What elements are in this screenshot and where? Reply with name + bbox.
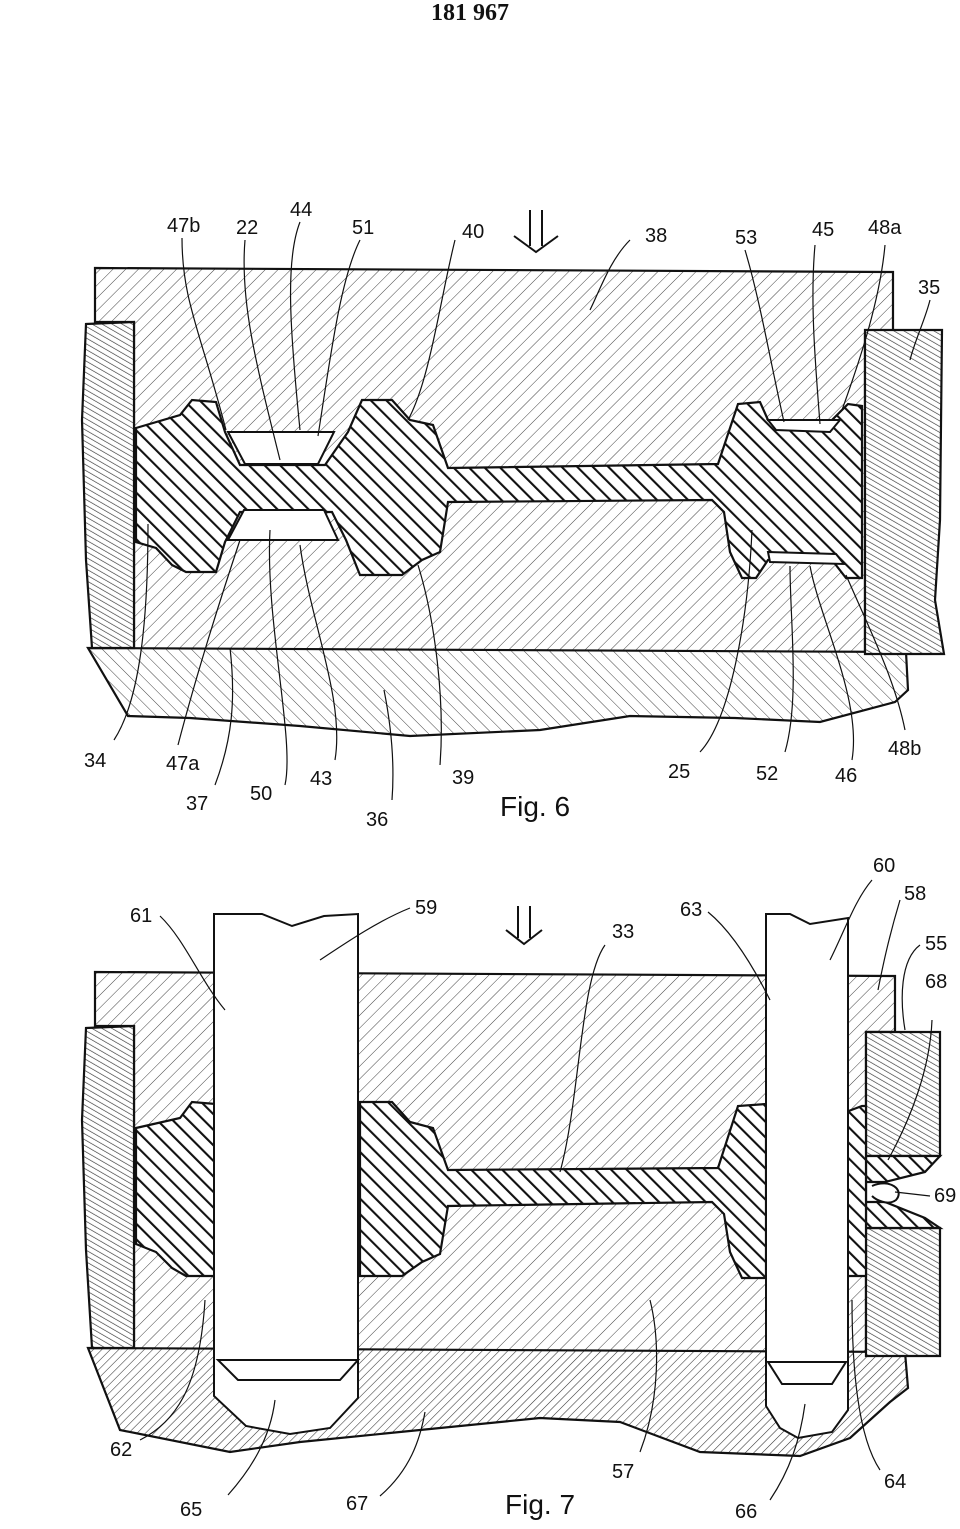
fig7-leader	[894, 1191, 931, 1197]
fig7-ref-65: 65	[180, 1499, 202, 1521]
figure-7: 61 59 33 63 60 58 55 68 69 62 65 67 57 6…	[80, 855, 956, 1523]
fig6-leader	[417, 564, 442, 766]
fig6-base-plate	[86, 646, 910, 738]
fig6-leader	[317, 239, 361, 437]
fig6-ref-25: 25	[668, 761, 690, 783]
fig6-ref-44: 44	[290, 199, 312, 221]
fig6-ref-46: 46	[835, 765, 857, 787]
fig6-ref-52: 52	[756, 763, 778, 785]
fig6-ref-45: 45	[812, 219, 834, 241]
fig6-ref-35: 35	[918, 277, 940, 299]
fig6-leader	[812, 244, 821, 425]
fig6-leader	[289, 221, 301, 431]
fig6-ref-37: 37	[186, 793, 208, 815]
fig6-leader	[113, 523, 149, 741]
fig6-press-arrow-icon	[513, 210, 559, 254]
fig7-ref-60: 60	[873, 855, 895, 877]
fig6-upper-cavity-left	[226, 431, 336, 465]
fig7-ref-57: 57	[612, 1461, 634, 1483]
fig6-leader	[177, 539, 241, 746]
fig7-leader	[769, 1403, 806, 1501]
fig7-leader	[639, 1299, 658, 1453]
fig6-leader	[809, 565, 855, 761]
fig6-leader	[181, 237, 227, 431]
fig6-left-wall	[80, 320, 136, 650]
fig7-ref-67: 67	[346, 1493, 368, 1515]
fig6-leader	[784, 565, 794, 753]
fig7-pin-left-tip	[215, 1359, 361, 1381]
fig7-left-wall	[80, 1024, 136, 1350]
fig6-lower-slot-right	[766, 550, 847, 566]
fig6-caption: Fig. 6	[500, 791, 570, 822]
fig6-ref-53: 53	[735, 227, 757, 249]
fig7-ref-62: 62	[110, 1439, 132, 1461]
fig7-ref-66: 66	[735, 1501, 757, 1523]
fig6-leader	[407, 239, 456, 421]
fig7-leader	[877, 899, 901, 991]
fig7-pin-left	[213, 912, 359, 1436]
fig7-ref-68: 68	[925, 971, 947, 993]
fig6-ref-39: 39	[452, 767, 474, 789]
fig7-ref-55: 55	[925, 933, 947, 955]
fig6-leader	[909, 299, 931, 361]
fig6-ref-38: 38	[645, 225, 667, 247]
fig6-ref-50: 50	[250, 783, 272, 805]
fig6-ref-43: 43	[310, 768, 332, 790]
fig6-ref-48b: 48b	[888, 738, 921, 760]
fig6-leader	[845, 574, 906, 731]
fig7-leader	[851, 1299, 881, 1471]
fig6-ref-51: 51	[352, 217, 374, 239]
fig7-leader	[901, 944, 921, 1031]
fig7-pin-right-tip	[766, 1361, 848, 1385]
fig7-press-arrow-icon	[505, 906, 543, 946]
fig7-leader	[159, 915, 226, 1011]
fig7-leader	[559, 944, 606, 1173]
fig7-seal-lip	[871, 1182, 900, 1204]
fig6-lower-cavity-left	[226, 509, 340, 541]
figure-6: 47b 22 44 51 40 38 53 45 48a 35 34 47a 3…	[80, 199, 946, 831]
fig6-ref-36: 36	[366, 809, 388, 831]
fig6-ref-47a: 47a	[166, 753, 200, 775]
fig7-ref-63: 63	[680, 899, 702, 921]
fig7-ref-58: 58	[904, 883, 926, 905]
fig6-leader	[243, 239, 281, 461]
fig7-leader	[227, 1399, 276, 1496]
fig6-leader	[589, 239, 631, 311]
fig7-ref-69: 69	[934, 1185, 956, 1207]
fig7-leader	[319, 907, 411, 961]
fig6-right-wall	[863, 328, 946, 656]
fig7-ref-64: 64	[884, 1471, 906, 1493]
fig7-leader	[379, 1411, 426, 1497]
fig7-leader	[887, 1019, 933, 1161]
fig7-ref-33: 33	[612, 921, 634, 943]
fig6-leader	[744, 249, 785, 423]
fig7-pin-right	[765, 913, 849, 1440]
fig7-right-wall-lower	[864, 1226, 942, 1358]
fig6-ref-47b: 47b	[167, 215, 200, 237]
fig7-ref-59: 59	[415, 897, 437, 919]
fig6-ref-22: 22	[236, 217, 258, 239]
fig7-seal-upper	[864, 1154, 943, 1184]
fig6-ref-34: 34	[84, 750, 106, 772]
fig6-ref-40: 40	[462, 221, 484, 243]
fig6-leader	[383, 689, 394, 801]
fig7-profile	[134, 1100, 218, 1278]
fig7-leader	[707, 911, 771, 1001]
fig6-leader	[699, 529, 753, 753]
fig7-profile-center	[358, 1100, 768, 1280]
fig7-seal-lower	[864, 1200, 944, 1230]
fig6-leader	[841, 244, 886, 411]
fig6-leader	[214, 647, 234, 786]
fig6-ref-48a: 48a	[868, 217, 902, 239]
fig7-leader	[829, 879, 873, 961]
fig6-leader	[299, 544, 338, 761]
fig7-leader	[139, 1299, 206, 1441]
fig6-upper-slot-right	[765, 419, 843, 434]
fig7-ref-61: 61	[130, 905, 152, 927]
fig7-caption: Fig. 7	[505, 1489, 575, 1520]
fig6-leader	[268, 529, 288, 786]
page-number: 181 967	[431, 0, 509, 26]
